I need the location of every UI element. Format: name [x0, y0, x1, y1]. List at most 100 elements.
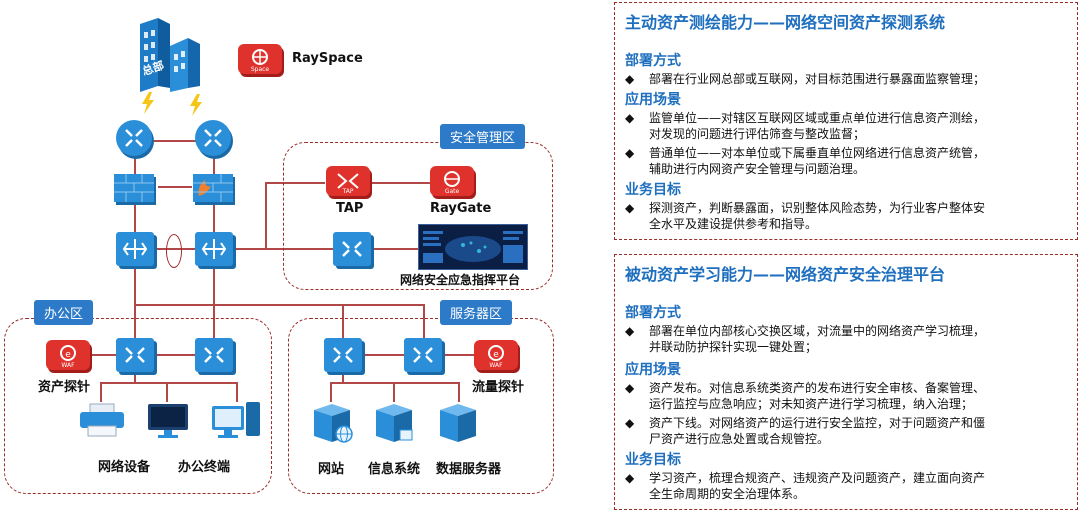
link-srv-3: [458, 382, 460, 402]
panel1-deploy-item: ◆部署在行业网总部或互联网，对目标范围进行暴露面监察管理；: [625, 72, 986, 86]
bullet-icon: ◆: [625, 201, 635, 215]
link-server-probe: [442, 354, 474, 356]
link-ep-2: [166, 382, 168, 402]
link-core-down: [213, 264, 215, 304]
link-ep-3: [236, 382, 238, 402]
panel2-title: 被动资产学习能力——网络资产安全治理平台: [625, 265, 946, 284]
bullet-icon: ◆: [625, 416, 635, 430]
rayspace-label: RaySpace: [292, 51, 363, 66]
link-security-tap: [265, 182, 325, 184]
hq-building-icon: [136, 16, 206, 94]
link-office-down: [134, 372, 136, 382]
core-switch-icon-right: [195, 232, 233, 266]
link-office-probe: [90, 354, 116, 356]
link-office-left: [134, 304, 136, 340]
panel2-deploy-heading: 部署方式: [625, 305, 681, 321]
tap-badge: TAP: [342, 188, 354, 195]
bullet-icon: ◆: [625, 324, 635, 338]
lightning-icon-left: [140, 92, 156, 118]
asset-probe-badge: WAF: [61, 362, 75, 369]
link-ep-1: [100, 382, 102, 402]
lightning-icon-right: [188, 94, 204, 120]
link-srv-2: [393, 382, 395, 402]
website-server-icon: [310, 400, 356, 450]
data-server-icon: [436, 400, 482, 450]
office-zone: [4, 318, 272, 494]
security-zone: [283, 142, 553, 290]
panel2-scene-item-1: ◆资产发布。对信息系统类资产的发布进行安全审核、备案管理、运行监控与应急响应；对…: [625, 381, 986, 411]
link-security-switch: [265, 248, 333, 250]
bullet-icon: ◆: [625, 72, 635, 86]
panel1-scene-item-1: ◆监管单位——对辖区互联网区域或重点单位进行信息资产测绘，对发现的问题进行评估筛…: [625, 111, 986, 141]
link-fw-mid: [158, 186, 192, 188]
panel2-deploy-item: ◆部署在单位内部核心交换区域，对流量中的网络资产学习梳理，并联动防护探针实现一键…: [625, 324, 986, 354]
panel2-scene-heading: 应用场景: [625, 362, 681, 378]
network-device-label: 网络设备: [98, 460, 151, 475]
firewall-icon-right: [193, 174, 233, 202]
link-server-left: [342, 304, 344, 340]
link-core-security: [232, 248, 266, 250]
panel2-goal-heading: 业务目标: [625, 452, 681, 468]
link-office-right: [213, 304, 215, 340]
command-platform-screen: [418, 224, 528, 270]
office-terminal-label: 办公终端: [178, 460, 231, 475]
panel1-goal-heading: 业务目标: [625, 182, 681, 198]
link-right-vertical: [213, 152, 215, 182]
asset-probe-icon: e WAF: [46, 340, 90, 370]
rayspace-probe-icon: Space: [238, 44, 282, 74]
link-server-endpoints: [330, 382, 460, 384]
link-server-sw-pair: [362, 354, 406, 356]
passive-asset-learning-panel: 被动资产学习能力——网络资产安全治理平台 部署方式 ◆部署在单位内部核心交换区域…: [614, 254, 1078, 510]
server-switch-icon-right: [404, 338, 442, 372]
firewall-icon-left: [114, 174, 154, 202]
router-icon-left: [116, 120, 152, 156]
security-switch-icon: [333, 232, 371, 266]
svg-text:e: e: [493, 350, 499, 360]
router-icon-right: [195, 120, 231, 156]
traffic-probe-icon: e WAF: [474, 340, 518, 370]
panel1-scene-item-2: ◆普通单位——对本单位或下属垂直单位网络进行信息资产统管，辅助进行内网资产安全管…: [625, 146, 986, 176]
server-zone: [288, 318, 554, 494]
link-switch-platform: [370, 248, 418, 250]
info-system-server-icon: [372, 400, 418, 450]
panel1-scene-heading: 应用场景: [625, 92, 681, 108]
raygate-label: RayGate: [430, 201, 492, 216]
link-left-fw-core: [134, 200, 136, 234]
link-server-right: [423, 304, 425, 340]
raygate-device-icon: Gate: [430, 166, 474, 196]
link-tap-raygate: [372, 182, 430, 184]
panel2-goal-item: ◆学习资产，梳理合规资产、违规资产及问题资产，建立面向资产全生命周期的安全治理体…: [625, 471, 986, 501]
printer-icon: [78, 402, 126, 442]
office-terminal-icon: [210, 400, 262, 444]
tap-device-icon: TAP: [326, 166, 370, 196]
active-asset-mapping-panel: 主动资产测绘能力——网络空间资产探测系统 部署方式 ◆部署在行业网总部或互联网，…: [614, 2, 1078, 240]
server-switch-icon-left: [324, 338, 362, 372]
panel1-goal-item: ◆探测资产，判断暴露面，识别整体风险态势，为行业客户整体安全水平及建设提供参考和…: [625, 201, 986, 231]
link-router-top: [150, 140, 196, 142]
bullet-icon: ◆: [625, 111, 635, 125]
bullet-icon: ◆: [625, 146, 635, 160]
panel2-scene-item-2: ◆资产下线。对网络资产的运行进行安全监控，对于问题资产和僵尸资产进行应急处置或合…: [625, 416, 986, 446]
link-horizontal-bus: [134, 304, 424, 306]
traffic-probe-badge: WAF: [489, 362, 503, 369]
link-aggregation-ellipse: [166, 234, 182, 268]
link-srv-1: [330, 382, 332, 402]
panel1-deploy-heading: 部署方式: [625, 53, 681, 69]
link-office-sw-pair: [154, 354, 196, 356]
raygate-badge: Gate: [444, 188, 460, 195]
tap-label: TAP: [336, 201, 364, 216]
traffic-probe-label: 流量探针: [472, 380, 525, 395]
office-zone-tag: 办公区: [34, 300, 94, 325]
panel1-title: 主动资产测绘能力——网络空间资产探测系统: [625, 13, 946, 32]
info-system-label: 信息系统: [368, 462, 421, 477]
link-right-fw-core: [213, 200, 215, 234]
link-left-vertical: [134, 152, 136, 182]
bullet-icon: ◆: [625, 381, 635, 395]
link-security-vertical: [265, 182, 267, 249]
link-server-down: [342, 372, 344, 382]
monitor-icon: [146, 402, 190, 444]
security-zone-tag: 安全管理区: [440, 124, 526, 149]
rayspace-badge: Space: [250, 66, 270, 73]
core-switch-icon-left: [116, 232, 154, 266]
office-switch-icon-right: [195, 338, 233, 372]
